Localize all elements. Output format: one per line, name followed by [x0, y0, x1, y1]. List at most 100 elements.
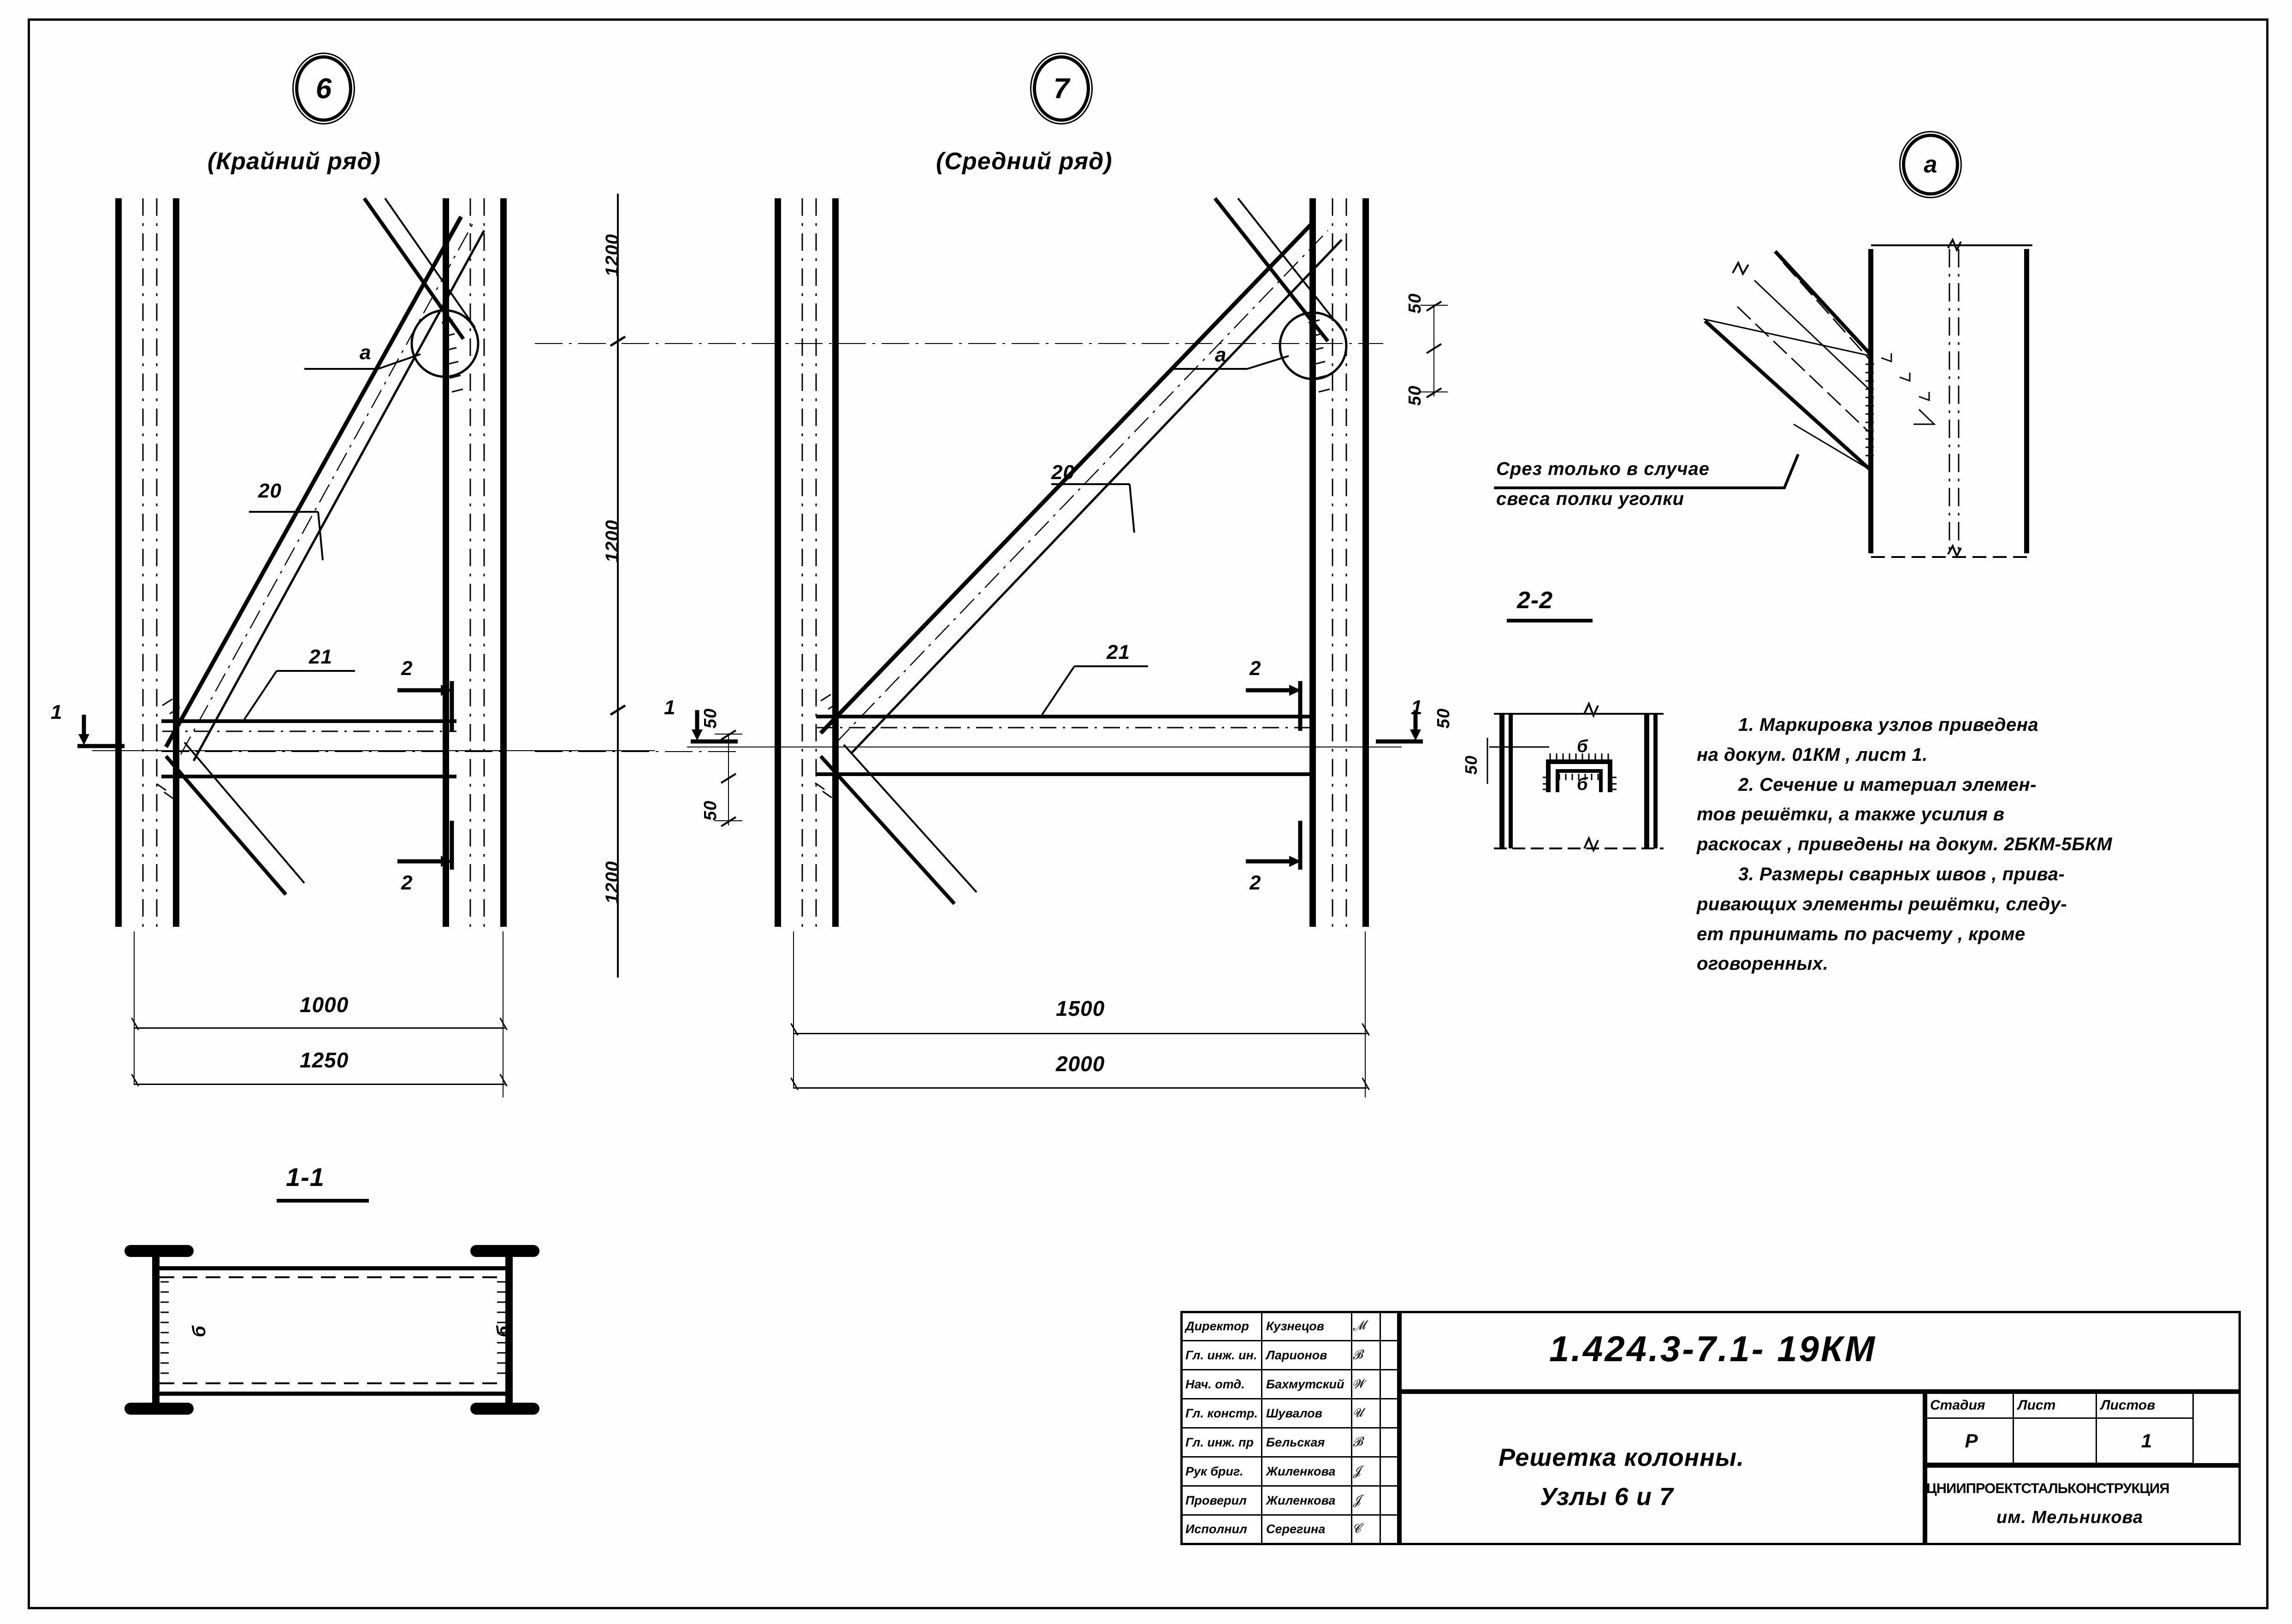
- note-line-8: ет принимать по расчету , кроме: [1697, 924, 2025, 944]
- dim-1250-line: [134, 1084, 505, 1085]
- tb-role-4: Гл. инж. пр: [1182, 1428, 1262, 1458]
- dim-50-center-ticks: [715, 729, 742, 827]
- signature-mark-3: 𝓤: [1351, 1405, 1364, 1420]
- sheet-header-cell: Лист: [2014, 1393, 2097, 1419]
- tb-name-4-text: Бельская: [1266, 1435, 1325, 1449]
- signature-mark-5: 𝓙: [1351, 1464, 1362, 1478]
- dim-2000-label: 2000: [1056, 1052, 1105, 1076]
- node-tag-6: 6: [292, 53, 355, 124]
- node-6-strut-label: 21: [309, 646, 332, 668]
- tb-name-6-text: Жиленкова: [1266, 1493, 1336, 1507]
- tb-name-2-text: Бахмутский: [1266, 1377, 1344, 1391]
- detail-a-drawing: [1703, 237, 2032, 558]
- tb-role-0: Директор: [1182, 1312, 1262, 1341]
- node-7-section-mark-2-top: 2: [1250, 657, 1261, 680]
- dim-ext-left-7: [793, 931, 794, 1088]
- dim-1000-label: 1000: [300, 993, 349, 1017]
- tb-sign-4: 𝓑: [1351, 1428, 1381, 1458]
- tb-role-7: Исполнил: [1182, 1516, 1262, 1544]
- section-arrow-1-left-7: [691, 710, 738, 744]
- sheet-header: Лист: [2018, 1397, 2056, 1413]
- note-line-6: 3. Размеры сварных швов , прива-: [1738, 864, 2065, 884]
- note-line-3: 2. Сечение и материал элемен-: [1738, 774, 2037, 795]
- tb-sign-2: 𝓦: [1351, 1370, 1381, 1399]
- tb-date-4: [1381, 1428, 1399, 1458]
- tb-role-2: Нач. отд.: [1182, 1370, 1262, 1399]
- node-6-detail-a-label: a: [360, 341, 372, 364]
- axis-lines: [161, 343, 1383, 752]
- tb-role-3: Гл. констр.: [1182, 1399, 1262, 1428]
- tb-date-0: [1381, 1312, 1399, 1341]
- signature-mark-7: 𝓒: [1351, 1521, 1362, 1536]
- note-line-1: 1. Маркировка узлов приведена: [1738, 715, 2039, 735]
- section-2-2-drawing: [1487, 701, 1664, 853]
- tb-role-6: Проверил: [1182, 1487, 1262, 1516]
- detail-tag-a: a: [1899, 131, 1962, 198]
- dim-1000-line: [134, 1027, 505, 1029]
- tb-sign-7: 𝓒: [1351, 1516, 1381, 1544]
- detail-a-note-line1: Срез только в случае: [1496, 459, 1710, 479]
- tb-date-6: [1381, 1487, 1399, 1516]
- tb-name-3-text: Шувалов: [1266, 1406, 1322, 1420]
- node-7-strut-label: 21: [1107, 641, 1130, 664]
- section-1-1-weld-left: б: [189, 1325, 209, 1337]
- organisation-block: [1925, 1465, 2241, 1545]
- detail-a-leader: [1494, 453, 1800, 489]
- section-2-2-dim-50: 50: [1462, 755, 1481, 775]
- section-1-1-underline: [277, 1199, 369, 1203]
- tb-role-3-text: Гл. констр.: [1185, 1406, 1258, 1420]
- node-6-section-mark-2-bottom: 2: [401, 871, 413, 894]
- section-1-1-weld-right: б: [493, 1325, 514, 1337]
- section-arrow-1-right-7: [1376, 710, 1423, 744]
- section-arrow-2-top: [397, 681, 454, 731]
- tb-name-5-text: Жиленкова: [1266, 1464, 1336, 1478]
- tb-role-4-text: Гл. инж. пр: [1185, 1435, 1254, 1449]
- section-2-2-weld-lower: б: [1577, 775, 1588, 794]
- stage-value-cell: Р: [1926, 1419, 2014, 1464]
- section-2-2-title: 2-2: [1517, 587, 1553, 614]
- signature-mark-0: 𝓜: [1351, 1318, 1367, 1334]
- tb-role-1: Гл. инж. ин.: [1182, 1341, 1262, 1370]
- section-1-1-drawing: [124, 1245, 539, 1415]
- sheet-border: [28, 18, 2268, 1609]
- tb-name-0-text: Кузнецов: [1266, 1319, 1324, 1333]
- dim-1500-label: 1500: [1056, 996, 1105, 1020]
- node-7-subtitle: (Средний ряд): [936, 148, 1113, 175]
- sheets-value-cell: 1: [2097, 1419, 2194, 1464]
- tb-role-1-text: Гл. инж. ин.: [1185, 1348, 1257, 1362]
- tb-role-5-text: Рук бриг.: [1185, 1464, 1244, 1478]
- tb-name-3: Шувалов: [1262, 1399, 1352, 1428]
- tb-name-7: Серегина: [1262, 1516, 1352, 1544]
- tb-role-5: Рук бриг.: [1182, 1458, 1262, 1487]
- dim-ext-right-7: [1365, 931, 1366, 1097]
- node-6-section-mark-2-top: 2: [401, 657, 413, 680]
- signature-mark-1: 𝓑: [1351, 1347, 1364, 1362]
- tb-date-7: [1381, 1516, 1399, 1544]
- node-7-detail-a-label: a: [1215, 344, 1227, 366]
- section-arrow-1-left: [77, 715, 124, 748]
- sheets-value: 1: [2141, 1429, 2152, 1452]
- detail-a-note-line2: свеса полки уголки: [1496, 489, 1684, 509]
- stage-sheet-block: [1925, 1392, 2241, 1465]
- tb-date-1: [1381, 1341, 1399, 1370]
- signature-mark-2: 𝓦: [1351, 1376, 1366, 1392]
- sheet-value-cell: [2014, 1419, 2097, 1464]
- tb-date-5: [1381, 1458, 1399, 1487]
- node-7-brace-label: 20: [1051, 461, 1075, 484]
- note-line-7: ривающих элементы решётки, следу-: [1697, 894, 2067, 914]
- node-6-subtitle: (Крайний ряд): [207, 148, 381, 175]
- tb-name-5: Жиленкова: [1262, 1458, 1352, 1487]
- tb-role-6-text: Проверил: [1185, 1493, 1247, 1507]
- signature-mark-4: 𝓑: [1351, 1434, 1364, 1449]
- node-7-section-mark-1-left: 1: [664, 696, 676, 719]
- general-notes: 1. Маркировка узлов приведена на докум. …: [1697, 710, 2241, 979]
- tb-sign-6: 𝓙: [1351, 1487, 1381, 1516]
- signature-mark-6: 𝓙: [1351, 1493, 1362, 1507]
- tb-name-2: Бахмутский: [1262, 1370, 1352, 1399]
- tb-role-2-text: Нач. отд.: [1185, 1377, 1245, 1391]
- note-line-9: оговоренных.: [1697, 954, 1829, 974]
- dim-50-right-ticks: [1420, 301, 1448, 398]
- node-7-geometry: [687, 197, 1402, 927]
- stage-value: Р: [1965, 1429, 1978, 1452]
